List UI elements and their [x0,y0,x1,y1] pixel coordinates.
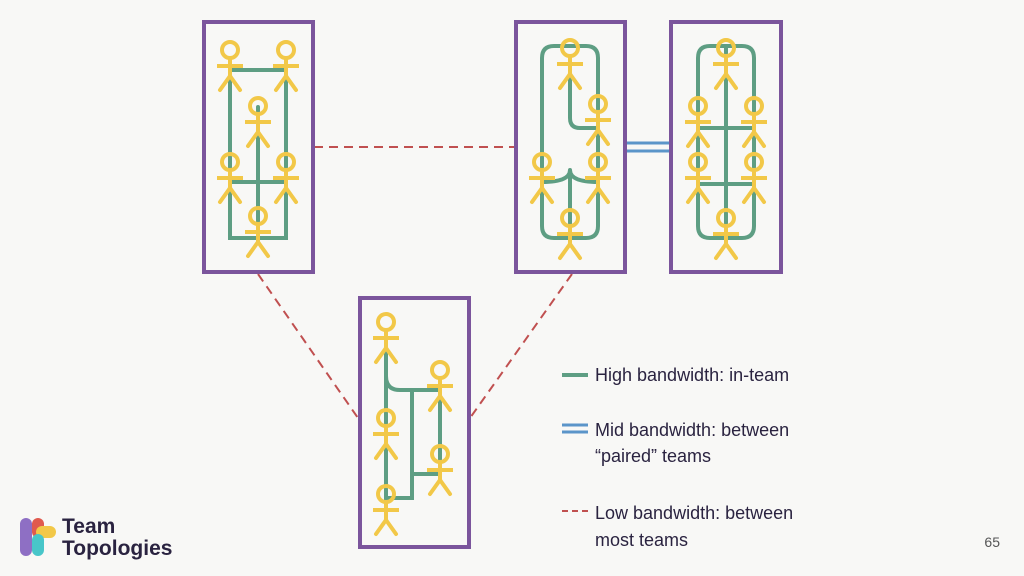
legend-high-label: High bandwidth: in-team [595,365,790,385]
legend-keys [562,373,588,512]
team-box-1 [202,20,315,274]
legend-mid-label-line2: “paired” teams [595,446,712,466]
legend-low-label-line2: most teams [595,530,689,550]
legend-mid-label-line1: Mid bandwidth: between [595,420,790,440]
team3-links [696,44,756,240]
low-link-team1-team4 [257,273,359,419]
low-bandwidth-links [257,146,573,419]
team2-links [540,44,600,240]
brand-line2: Topologies [62,537,173,560]
mid-bandwidth-link [626,141,670,153]
team-box-2 [514,20,627,274]
page-number: 65 [984,534,1000,550]
team1-links [228,68,288,240]
team-box-4 [358,296,471,549]
team-boxes [202,20,783,549]
brand-line1: Team [62,515,116,538]
low-link-team2-team4 [469,273,573,419]
team-topologies-logo-icon [20,518,56,556]
team-box-3 [669,20,783,274]
legend-low-label-line1: Low bandwidth: between [595,503,794,523]
